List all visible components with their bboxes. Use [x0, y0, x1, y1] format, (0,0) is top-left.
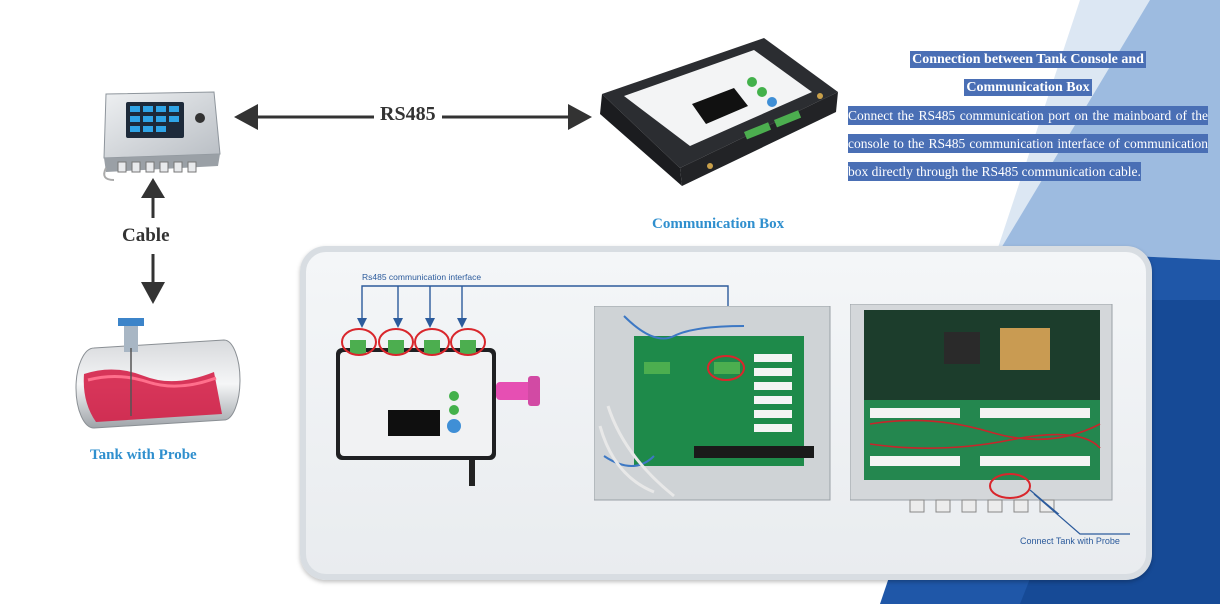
description-title-line1: Connection between Tank Console and — [910, 51, 1146, 68]
console-mainboard-photo — [594, 306, 831, 501]
communication-box-label: Communication Box — [652, 216, 785, 232]
communication-box-device — [600, 38, 838, 186]
cable-label: Cable — [122, 225, 170, 246]
description-box: Connection between Tank Console and Comm… — [848, 46, 1208, 186]
tank-console-device — [103, 91, 221, 181]
description-body-text: Connect the RS485 communication port on … — [848, 106, 1208, 181]
rs485-link-arrow — [234, 104, 592, 130]
rs485-label: RS485 — [380, 103, 436, 125]
rs485-interface-label: Rs485 communication interface — [362, 272, 482, 282]
description-title-line2: Communication Box — [964, 79, 1092, 96]
tank-with-probe-label: Tank with Probe — [90, 447, 197, 463]
cable-link-arrow — [141, 178, 165, 304]
description-title: Connection between Tank Console and Comm… — [848, 46, 1208, 102]
probe-callout-line — [1033, 493, 1130, 535]
connect-tank-probe-label: Connect Tank with Probe — [1020, 536, 1120, 546]
description-body: Connect the RS485 communication port on … — [848, 102, 1208, 186]
tank-with-probe-image — [75, 318, 241, 429]
communication-box-front-photo — [336, 328, 540, 486]
console-power-board-photo — [850, 304, 1113, 514]
